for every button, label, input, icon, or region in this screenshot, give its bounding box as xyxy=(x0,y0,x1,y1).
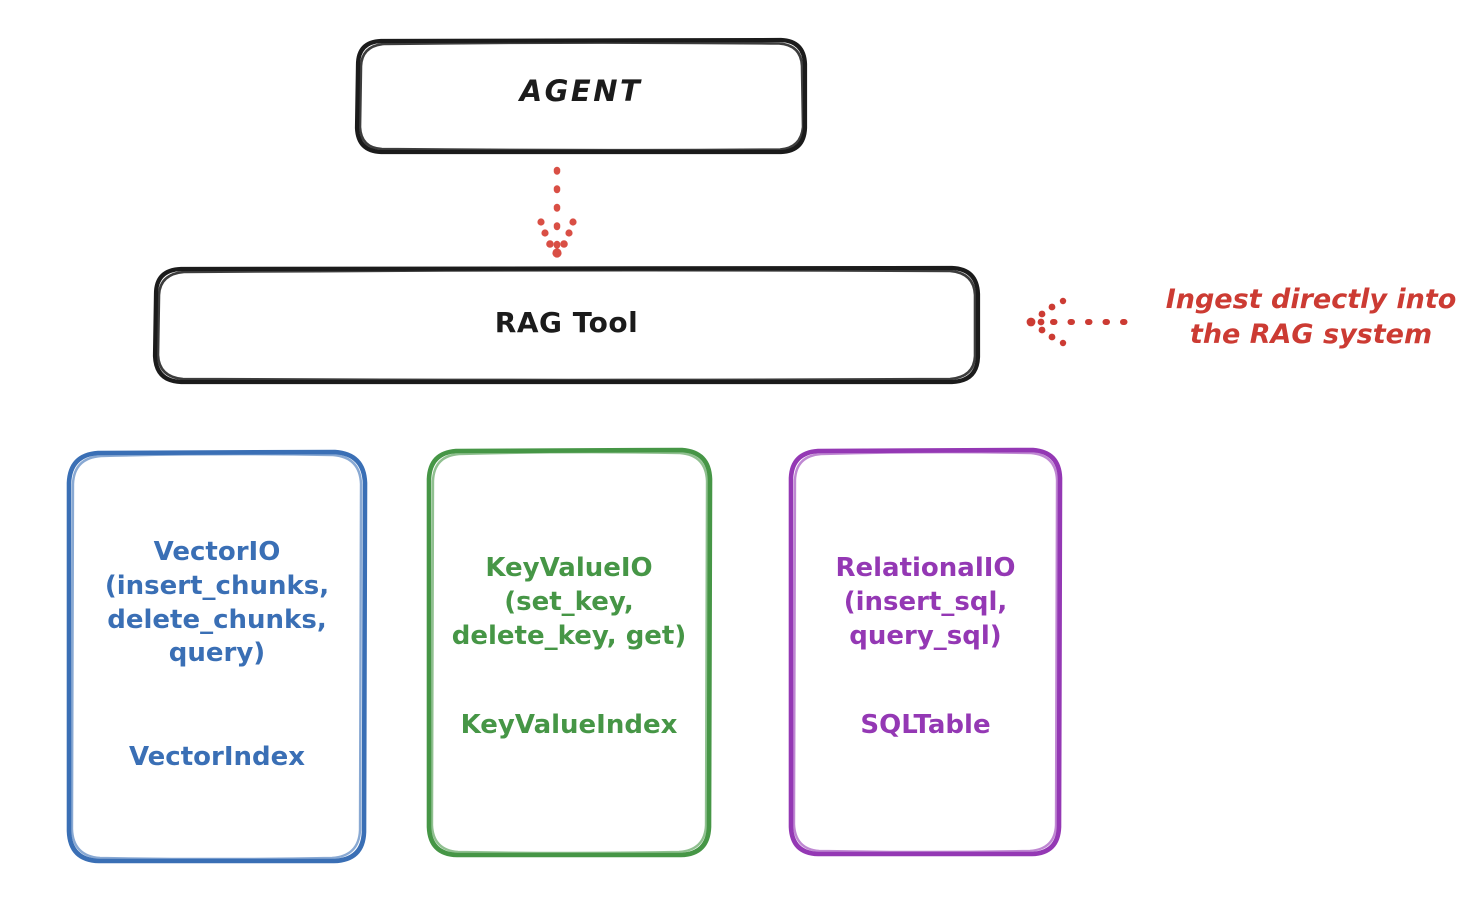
agent-to-rag-dotted-arrow xyxy=(537,166,577,259)
key-value-io-node[interactable] xyxy=(426,447,713,858)
ingest-dotted-arrow xyxy=(1026,297,1133,347)
vector-index-label: VectorIndex xyxy=(128,742,306,772)
key-value-io-title: KeyValueIO (set_key, delete_key, get) xyxy=(451,553,687,651)
ingest-annotation-text: Ingest directly into the RAG system xyxy=(1165,284,1457,351)
vector-io-title: VectorIO (insert_chunks, delete_chunks, … xyxy=(104,537,330,669)
rag-tool-node[interactable] xyxy=(152,265,981,385)
vector-io-node[interactable] xyxy=(66,449,368,864)
sql-table-label: SQLTable xyxy=(860,710,991,740)
relational-io-title: RelationalIO (insert_sql, query_sql) xyxy=(835,553,1016,651)
agent-node[interactable] xyxy=(354,37,808,155)
rag-tool-node-label: RAG Tool xyxy=(494,306,639,339)
key-value-index-label: KeyValueIndex xyxy=(460,710,678,740)
relational-io-node[interactable] xyxy=(788,447,1063,857)
agent-node-label: AGENT xyxy=(519,74,643,108)
